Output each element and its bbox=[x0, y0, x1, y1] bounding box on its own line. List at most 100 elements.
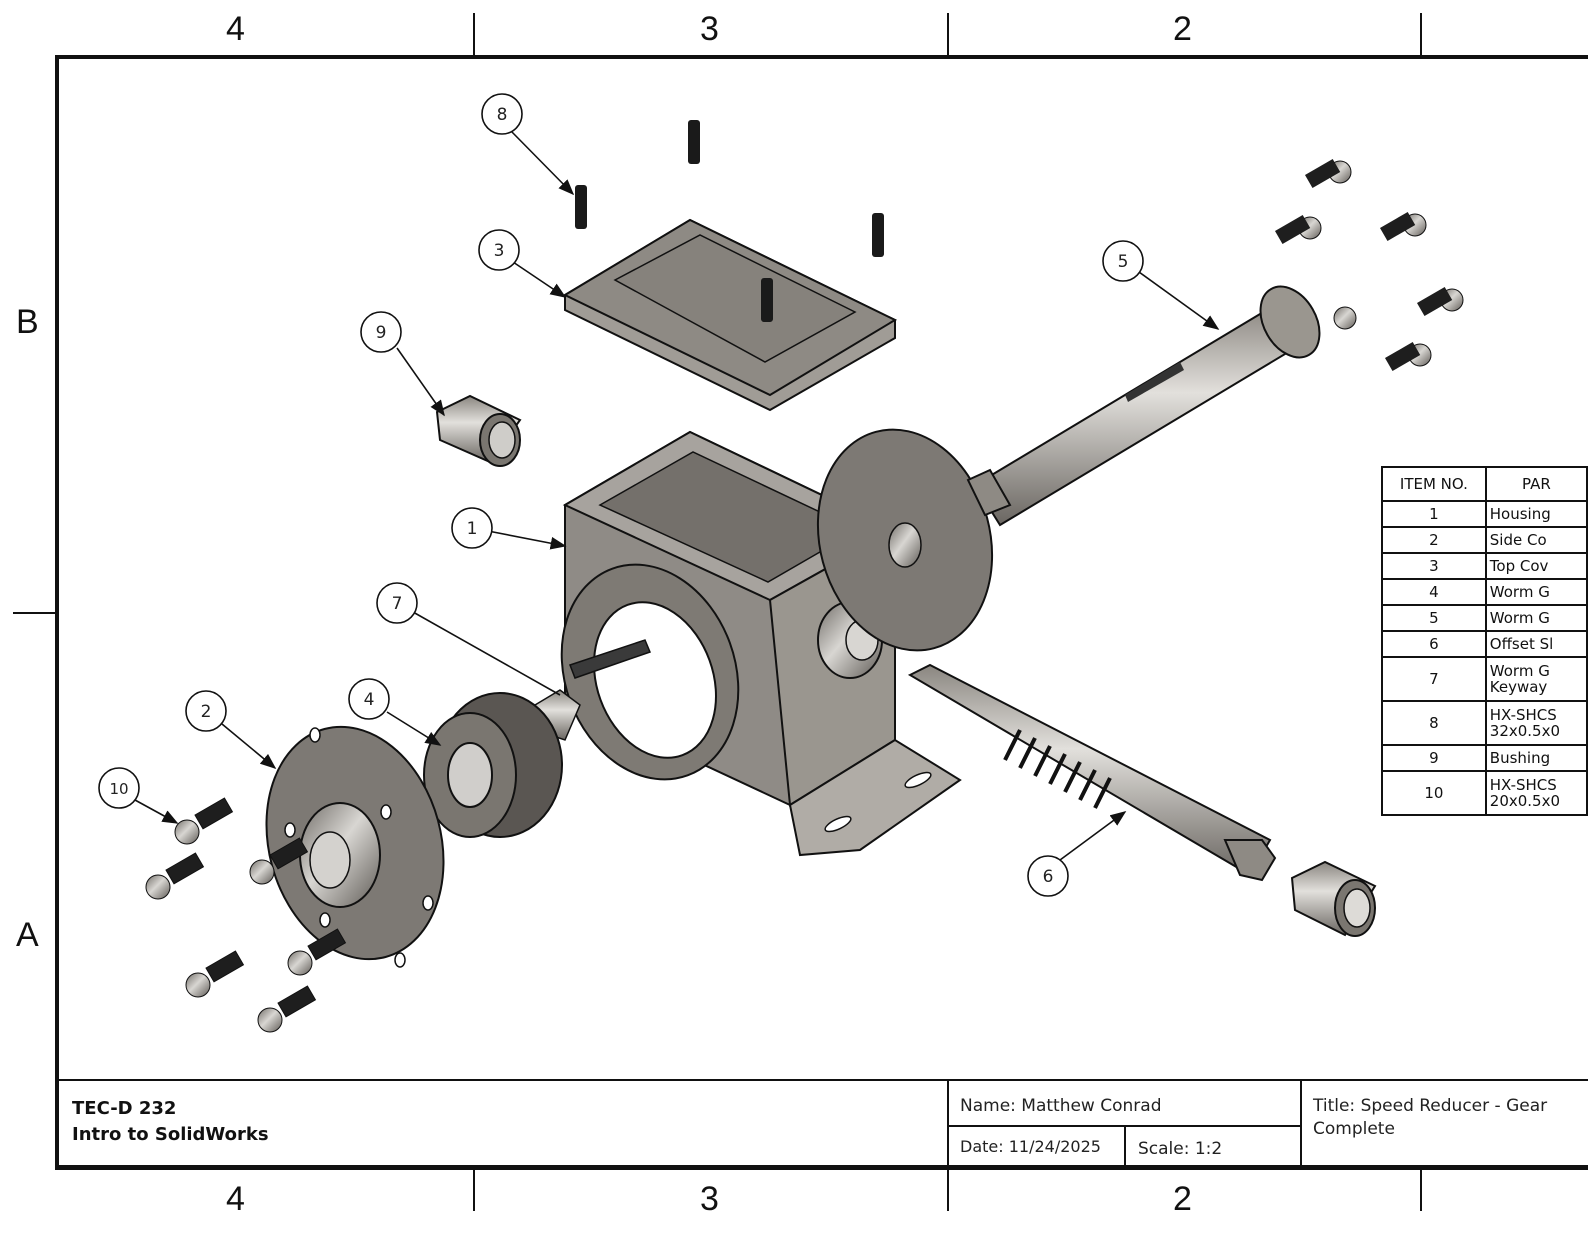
svg-text:7: 7 bbox=[392, 594, 403, 614]
title-block-divider-3 bbox=[1124, 1125, 1126, 1169]
bom-part-name: Offset Sl bbox=[1484, 630, 1588, 658]
bom-item-no: 3 bbox=[1381, 552, 1487, 580]
leader-7 bbox=[412, 611, 561, 696]
svg-text:8: 8 bbox=[497, 105, 508, 125]
balloon-9: 9 bbox=[360, 311, 402, 353]
bom-item-no: 7 bbox=[1381, 656, 1487, 702]
zone-label-top-2: 2 bbox=[1173, 10, 1192, 48]
bom-header-row: ITEM NO. PAR bbox=[1381, 466, 1588, 502]
zone-divider-bottom-2 bbox=[947, 1169, 949, 1211]
zone-label-bottom-2: 2 bbox=[1173, 1180, 1192, 1218]
svg-text:4: 4 bbox=[364, 690, 375, 710]
zone-label-left-b: B bbox=[16, 303, 39, 341]
bom-item-no: 9 bbox=[1381, 744, 1487, 772]
bom-item-no: 6 bbox=[1381, 630, 1487, 658]
bom-part-line1: HX-SHCS bbox=[1489, 706, 1557, 724]
zone-label-bottom-4: 4 bbox=[226, 1180, 245, 1218]
bom-part-name: Bushing bbox=[1484, 744, 1588, 772]
bom-item-no: 10 bbox=[1381, 770, 1487, 816]
course-code: TEC-D 232 bbox=[72, 1098, 177, 1119]
leader-8 bbox=[509, 129, 575, 196]
bom-part-name: Top Cov bbox=[1484, 552, 1588, 580]
course-name: Intro to SolidWorks bbox=[72, 1124, 269, 1145]
svg-text:2: 2 bbox=[201, 702, 212, 722]
part-screws-right bbox=[1275, 159, 1464, 371]
title-block-top-border bbox=[57, 1079, 1588, 1081]
bom-item-no: 1 bbox=[1381, 500, 1487, 528]
drawing-title-line1: Title: Speed Reducer - Gear bbox=[1313, 1096, 1548, 1116]
leader-9 bbox=[396, 347, 445, 417]
bom-item-no: 4 bbox=[1381, 578, 1487, 606]
title-block-mid-line bbox=[947, 1125, 1300, 1127]
drafter-name: Name: Matthew Conrad bbox=[960, 1096, 1162, 1116]
bom-part-name: Worm G bbox=[1484, 604, 1588, 632]
bom-part-line1: Worm G bbox=[1489, 662, 1550, 680]
drawing-border-bottom bbox=[55, 1166, 1588, 1170]
bom-part-line2: 20x0.5x0 bbox=[1489, 792, 1561, 810]
part-offset-shaft bbox=[907, 663, 1277, 882]
bom-part-name: Housing bbox=[1484, 500, 1588, 528]
bom-item-no: 5 bbox=[1381, 604, 1487, 632]
leader-5 bbox=[1138, 271, 1220, 330]
drawing-scale: Scale: 1:2 bbox=[1138, 1139, 1223, 1159]
zone-label-bottom-3: 3 bbox=[700, 1180, 719, 1218]
zone-label-left-a: A bbox=[16, 916, 39, 954]
leader-4 bbox=[386, 711, 442, 746]
title-block-divider-1 bbox=[947, 1079, 949, 1169]
balloon-4: 4 bbox=[348, 678, 390, 720]
svg-text:6: 6 bbox=[1043, 867, 1054, 887]
balloon-1: 1 bbox=[451, 507, 493, 549]
balloon-7: 7 bbox=[376, 582, 418, 624]
part-top-cover bbox=[562, 218, 898, 412]
bom-item-no: 8 bbox=[1381, 700, 1487, 746]
zone-divider-top-1 bbox=[473, 13, 475, 55]
part-worm-gear bbox=[423, 692, 563, 838]
zone-divider-top-3 bbox=[1420, 13, 1422, 55]
part-side-cover-right bbox=[816, 428, 994, 652]
bom-part-line2: 32x0.5x0 bbox=[1489, 722, 1561, 740]
zone-label-top-4: 4 bbox=[226, 10, 245, 48]
leader-3 bbox=[512, 261, 567, 298]
zone-label-top-3: 3 bbox=[700, 10, 719, 48]
part-bushing-right bbox=[1290, 860, 1377, 937]
svg-text:1: 1 bbox=[467, 519, 478, 539]
balloon-5: 5 bbox=[1102, 240, 1144, 282]
svg-text:9: 9 bbox=[376, 323, 387, 343]
part-screws-side bbox=[145, 797, 347, 1033]
bom-part-line1: HX-SHCS bbox=[1489, 776, 1557, 794]
part-worm-gear-shaft bbox=[966, 285, 1321, 527]
bom-part-name: Side Co bbox=[1484, 526, 1588, 554]
bom-part-name: Worm G bbox=[1484, 578, 1588, 606]
svg-text:3: 3 bbox=[494, 241, 505, 261]
bom-part-line2: Keyway bbox=[1489, 678, 1548, 696]
balloon-8: 8 bbox=[481, 93, 523, 135]
zone-divider-bottom-1 bbox=[473, 1169, 475, 1211]
balloon-3: 3 bbox=[478, 229, 520, 271]
part-screws-top bbox=[575, 120, 884, 322]
part-bushing-left bbox=[435, 394, 522, 467]
drawing-title-line2: Complete bbox=[1313, 1119, 1395, 1139]
svg-text:5: 5 bbox=[1118, 252, 1129, 272]
bom-header-item-no: ITEM NO. bbox=[1381, 466, 1487, 502]
title-block-divider-2 bbox=[1300, 1079, 1302, 1169]
balloon-2: 2 bbox=[185, 690, 227, 732]
leader-1 bbox=[487, 530, 567, 550]
balloon-10: 10 bbox=[98, 767, 140, 809]
bom-item-no: 2 bbox=[1381, 526, 1487, 554]
leader-6 bbox=[1059, 811, 1127, 861]
zone-divider-left bbox=[13, 612, 55, 614]
drawing-date: Date: 11/24/2025 bbox=[960, 1137, 1101, 1156]
